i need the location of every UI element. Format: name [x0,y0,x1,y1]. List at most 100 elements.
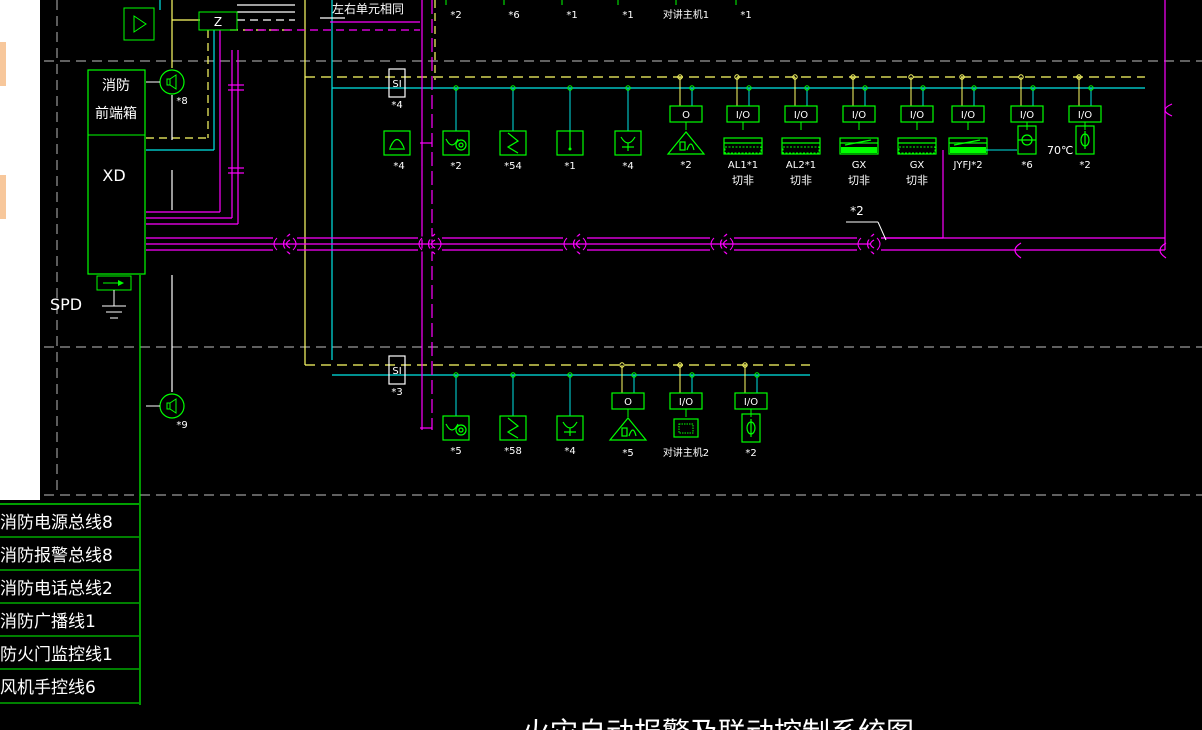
device-count: *2 [1079,160,1090,171]
solid-box-icon[interactable] [948,137,988,155]
fan-box-icon[interactable] [723,137,763,155]
zigzag-line [506,417,520,439]
smoke-detector-zigzag-icon[interactable] [499,130,527,156]
control-box [839,137,879,155]
junction-dot [971,85,977,91]
legend-item: 消防报警总线8 [0,546,113,566]
fire-damper-icon[interactable] [1017,125,1037,155]
detector-circle [455,139,467,151]
smoke-detector-zigzag-icon[interactable] [499,415,527,441]
control-box [723,137,763,155]
module-label: O [624,397,632,408]
hydrant-cup [562,421,578,429]
device-count: *54 [504,161,522,172]
device-count: *5 [450,446,461,457]
cable-loop-icon [292,237,297,251]
bell-part [679,141,686,151]
fire-phone-icon[interactable] [383,130,411,156]
module-label: I/O [910,110,924,121]
speaker-icon[interactable] [159,69,185,95]
phone-handset [389,138,405,149]
si-isolator-module[interactable] [388,68,406,98]
module-label: O [682,110,690,121]
junction-dot [742,362,748,368]
junction-dot [567,85,573,91]
bus-note: *2 [850,204,864,218]
cable-loop-icon [418,237,423,251]
si-label: SI [392,79,401,90]
junction-dot [689,85,695,91]
smoke-detector-icon[interactable] [442,130,470,156]
junction-dot [677,362,683,368]
speaker-count: *8 [176,96,187,107]
legend-item: 消防电话总线2 [0,579,113,599]
module-label: I/O [852,110,866,121]
module-label: I/O [961,110,975,121]
hatch [782,146,820,154]
junction-dot [746,85,752,91]
junction-dot [908,74,914,80]
hatch [724,146,762,154]
bell-part [628,429,637,437]
diagonal [844,139,872,146]
junction-dot [792,74,798,80]
solid-box-icon[interactable] [839,137,879,155]
junction-dot [804,85,810,91]
legend-item: 防火门监控线1 [0,645,113,665]
legend-item: 风机手控线6 [0,678,96,698]
bus-note-leader [877,221,887,241]
play-button-icon[interactable] [123,7,155,41]
control-label: 切非 [790,174,812,187]
device-count: 对讲主机2 [663,446,709,459]
side-marker [0,42,6,86]
device-box [556,415,584,441]
phi-box-icon[interactable] [741,413,761,443]
fill-band [950,147,986,153]
junction-dot [689,372,695,378]
fan-box-icon[interactable] [781,137,821,155]
bell-triangle [666,131,706,155]
cable-loop-icon [729,237,734,251]
intercom-icon[interactable] [673,418,699,438]
control-label: 切非 [848,174,870,187]
fire-front-cabinet[interactable] [87,69,146,275]
device-count: AL1*1 [728,160,758,171]
device-count: *2 [745,448,756,459]
device-box [614,130,642,156]
alarm-bell-icon[interactable] [608,417,648,441]
hydrant-button-icon[interactable] [556,415,584,441]
speaker-count: *9 [176,420,187,431]
detector-arc [445,423,459,431]
junction-dot [734,74,740,80]
device-box [442,415,470,441]
manual-call-point-icon[interactable] [556,130,584,156]
z-module[interactable] [198,11,238,31]
phi-box [741,413,761,443]
si-label: SI [392,366,401,377]
si-isolator-module[interactable] [388,355,406,385]
junction-dot [619,362,625,368]
junction-dot [510,372,516,378]
fan-box-icon[interactable] [897,137,937,155]
device-count: JYFJ*2 [952,160,982,171]
alarm-bell-icon[interactable] [666,131,706,155]
phi-box-icon[interactable] [1075,125,1095,155]
control-box [781,137,821,155]
cable-loop-icon [427,233,436,255]
bell-part [621,427,628,437]
si-count: *4 [391,100,402,111]
cable-loop-icon [572,233,581,255]
cabinet-code: XD [102,166,125,185]
spd-label: SPD [50,295,82,314]
speaker-icon[interactable] [159,393,185,419]
side-marker [0,175,6,219]
z-label: Z [214,15,222,29]
junction-dot [754,372,760,378]
bottom-title: 火灾自动报警及联动控制系统图 [522,716,914,730]
smoke-detector-icon[interactable] [442,415,470,441]
control-box [897,137,937,155]
cable-loop-icon [285,239,291,249]
hydrant-button-icon[interactable] [614,130,642,156]
junction-dot [677,74,683,80]
